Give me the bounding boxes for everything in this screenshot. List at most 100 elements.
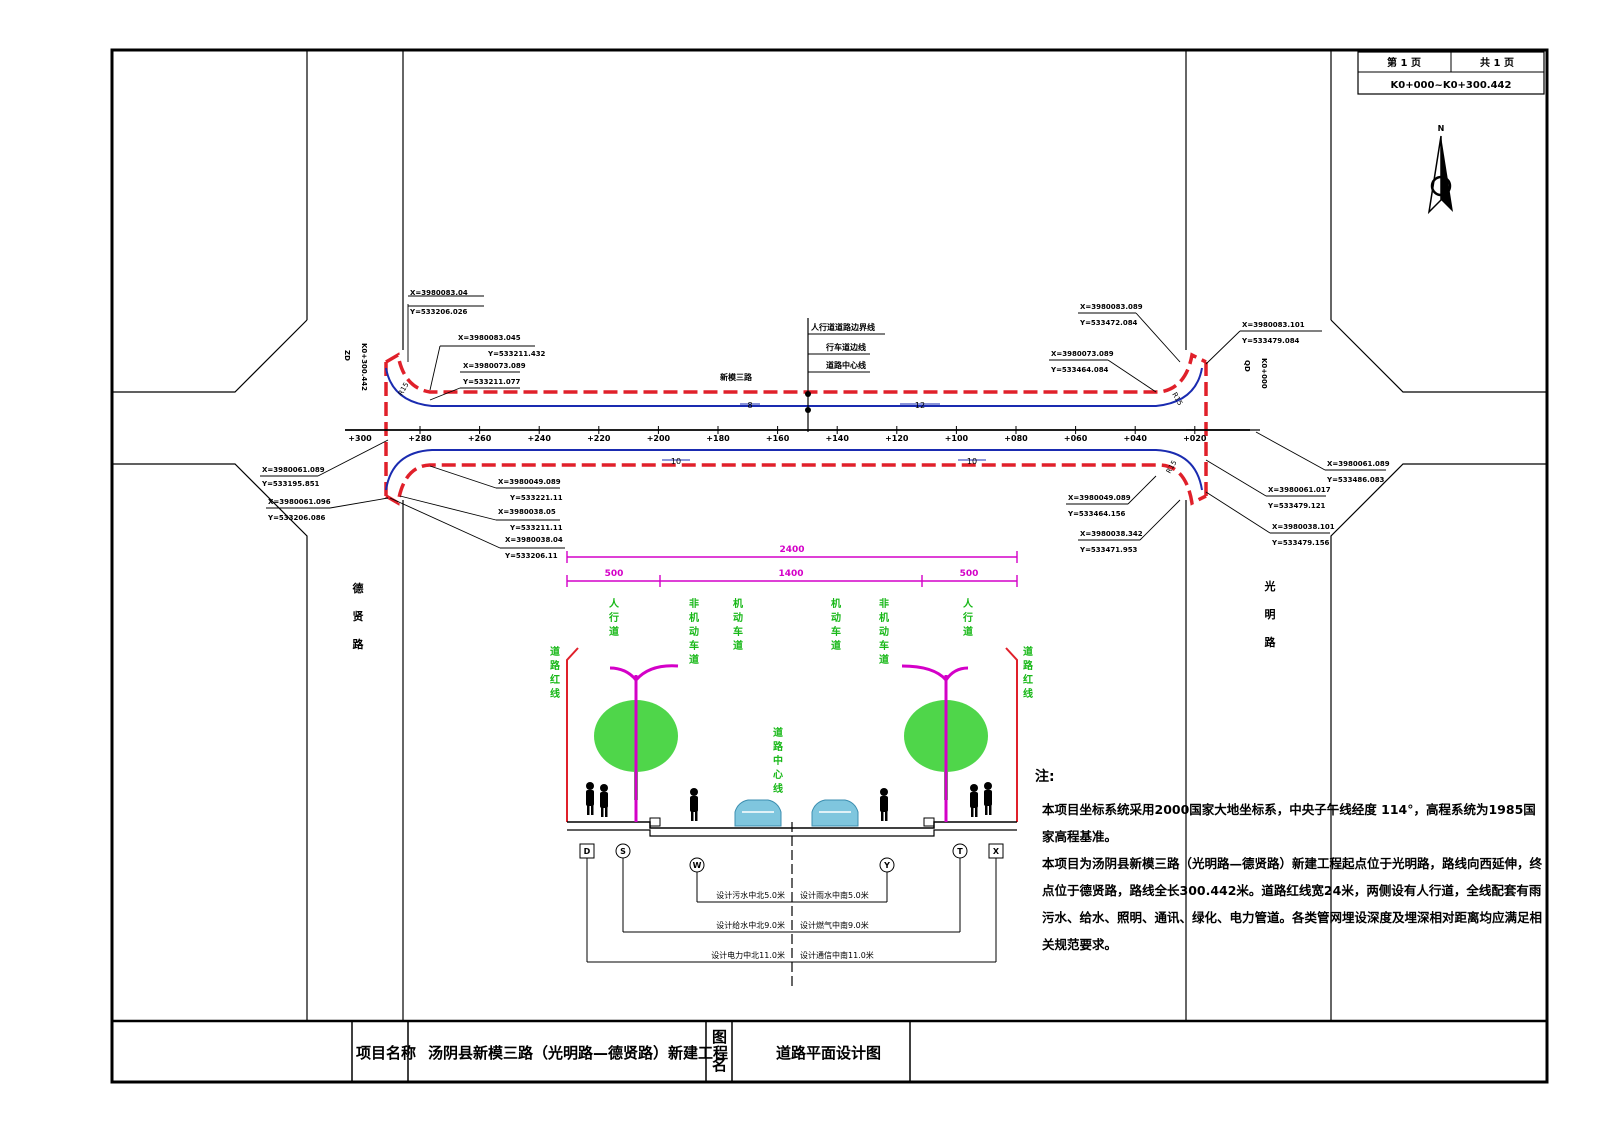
section-label-char: 红 <box>1023 673 1033 686</box>
section-label-char: 道 <box>879 653 889 666</box>
notes-label: 注: <box>1035 769 1055 785</box>
section-label-char: 机 <box>879 611 889 624</box>
chainage-label: +200 <box>647 434 671 443</box>
chainage-label: +080 <box>1004 434 1028 443</box>
section-label-char: 道 <box>733 639 743 652</box>
section-label-char: 动 <box>689 625 699 638</box>
section-label-char: 道 <box>689 653 699 666</box>
callout-sidewalk-boundary: 人行道道路边界线 <box>811 322 875 332</box>
svg-text:Y=533211.432: Y=533211.432 <box>487 350 546 358</box>
svg-text:Y=533486.083: Y=533486.083 <box>1326 476 1385 484</box>
section-label-char: 机 <box>733 597 743 610</box>
dim-sidewalk-left: 500 <box>605 569 624 579</box>
section-label-char: 道 <box>609 625 619 638</box>
cross-road-left <box>112 50 404 1021</box>
section-label-char: 红 <box>550 673 560 686</box>
coordinate-callouts: X=3980083.04 Y=533206.026 X=3980083.045 … <box>260 289 1390 560</box>
chainage-label: +120 <box>885 434 909 443</box>
page-info-box: 第 1 页 共 1 页 K0+000~K0+300.442 <box>1357 50 1545 95</box>
pipe-lines <box>586 858 997 963</box>
chainage-label: +220 <box>587 434 611 443</box>
section-label-char: 道 <box>1023 645 1033 658</box>
svg-text:K0+300.442: K0+300.442 <box>360 343 368 391</box>
chainage-label: +140 <box>825 434 849 443</box>
radius-label-tl: R15 <box>397 381 411 397</box>
svg-text:设计燃气中南9.0米: 设计燃气中南9.0米 <box>800 920 869 930</box>
svg-text:光: 光 <box>1264 579 1276 593</box>
radius-label-br: R15 <box>1165 459 1179 475</box>
svg-text:Y=533464.084: Y=533464.084 <box>1050 366 1109 374</box>
svg-text:Y=533206.026: Y=533206.026 <box>409 308 468 316</box>
svg-text:X=3980061.089: X=3980061.089 <box>262 466 325 474</box>
station-end: +300 <box>348 434 372 443</box>
drawing-label-2: 名 <box>712 1056 728 1074</box>
svg-text:X=3980061.096: X=3980061.096 <box>268 498 331 506</box>
svg-text:Y=533464.156: Y=533464.156 <box>1067 510 1126 518</box>
road-name-left: 德 贤 路 <box>352 581 365 651</box>
svg-text:德: 德 <box>352 581 364 595</box>
section-label-char: 心 <box>773 769 783 781</box>
cross-section: 2400 500 1400 500 道路红线人行道非机动车道机动车道道路中心线机… <box>550 545 1034 990</box>
svg-text:X=3980083.045: X=3980083.045 <box>458 334 521 342</box>
section-label-char: 线 <box>1023 687 1033 700</box>
section-label-char: 机 <box>831 597 841 610</box>
svg-text:设计雨水中南5.0米: 设计雨水中南5.0米 <box>800 890 869 900</box>
section-label-char: 车 <box>831 625 841 638</box>
section-label-char: 路 <box>773 740 784 753</box>
svg-text:X=3980049.089: X=3980049.089 <box>498 478 561 486</box>
note-line-1: 本项目坐标系统采用2000国家大地坐标系，中央子午线经度 114°，高程系统为1… <box>1042 802 1536 844</box>
callout-centerline: 道路中心线 <box>826 360 866 370</box>
road-name-right: 光 明 路 <box>1264 579 1277 649</box>
svg-text:设计污水中北5.0米: 设计污水中北5.0米 <box>716 890 785 900</box>
pipe-markers: D S W Y T X <box>579 843 1004 873</box>
section-label-char: 道 <box>550 645 560 658</box>
dim-sidewalk-right: 500 <box>960 569 979 579</box>
svg-text:Y=533195.851: Y=533195.851 <box>261 480 320 488</box>
svg-text:设计给水中北9.0米: 设计给水中北9.0米 <box>716 920 785 930</box>
svg-text:Y=533479.084: Y=533479.084 <box>1241 337 1300 345</box>
north-arrow-icon: N <box>1427 124 1453 215</box>
section-label-char: 路 <box>550 659 561 672</box>
project-name: 汤阴县新模三路（光明路—德贤路）新建工程 <box>428 1044 729 1062</box>
svg-text:X=3980038.05: X=3980038.05 <box>498 508 556 516</box>
svg-text:Y=533211.077: Y=533211.077 <box>462 378 521 386</box>
chainage-label: +040 <box>1123 434 1147 443</box>
note-line-2: 本项目为汤阴县新模三路（光明路—德贤路）新建工程起点位于光明路，路线向西延伸，终… <box>1042 856 1543 952</box>
svg-text:路: 路 <box>1265 635 1277 649</box>
svg-text:设计电力中北11.0米: 设计电力中北11.0米 <box>711 950 785 960</box>
chainage-label: +280 <box>408 434 432 443</box>
svg-text:Y=533221.11: Y=533221.11 <box>509 494 563 502</box>
drawing-name: 道路平面设计图 <box>776 1044 882 1062</box>
radius-label-tr: R15 <box>1170 391 1184 407</box>
drawing-label-1: 图 <box>712 1028 728 1046</box>
center-road-name: 新模三路 <box>720 372 753 382</box>
section-label-char: 车 <box>689 639 699 652</box>
svg-text:贤: 贤 <box>353 609 364 623</box>
pedestrian-icons <box>586 782 992 821</box>
pipe-y: Y <box>883 861 890 870</box>
pipe-t: T <box>957 847 963 856</box>
svg-text:Y=533206.086: Y=533206.086 <box>267 514 326 522</box>
lane-mark-3: 10 <box>671 457 681 466</box>
svg-text:X=3980083.089: X=3980083.089 <box>1080 303 1143 311</box>
section-label-char: 非 <box>879 597 889 610</box>
svg-text:X=3980073.089: X=3980073.089 <box>1051 350 1114 358</box>
svg-text:X=3980061.017: X=3980061.017 <box>1268 486 1331 494</box>
chainage-range: K0+000~K0+300.442 <box>1391 80 1512 91</box>
svg-text:X=3980038.342: X=3980038.342 <box>1080 530 1143 538</box>
page-total: 共 1 页 <box>1480 56 1514 69</box>
dim-total: 2400 <box>779 545 804 555</box>
pipe-d: D <box>584 847 591 856</box>
pipe-w: W <box>693 861 702 870</box>
section-label-char: 道 <box>773 726 783 739</box>
section-label-char: 路 <box>1023 659 1034 672</box>
section-label-char: 非 <box>689 597 699 610</box>
dim-carriage: 1400 <box>778 569 803 579</box>
section-label-char: 车 <box>733 625 743 638</box>
lane-width-marks: 8 12 10 10 <box>662 401 986 466</box>
section-label-char: 动 <box>831 611 841 624</box>
svg-text:X=3980083.04: X=3980083.04 <box>410 289 468 297</box>
car-right-icon <box>811 799 859 827</box>
section-dimensions <box>566 551 1018 587</box>
